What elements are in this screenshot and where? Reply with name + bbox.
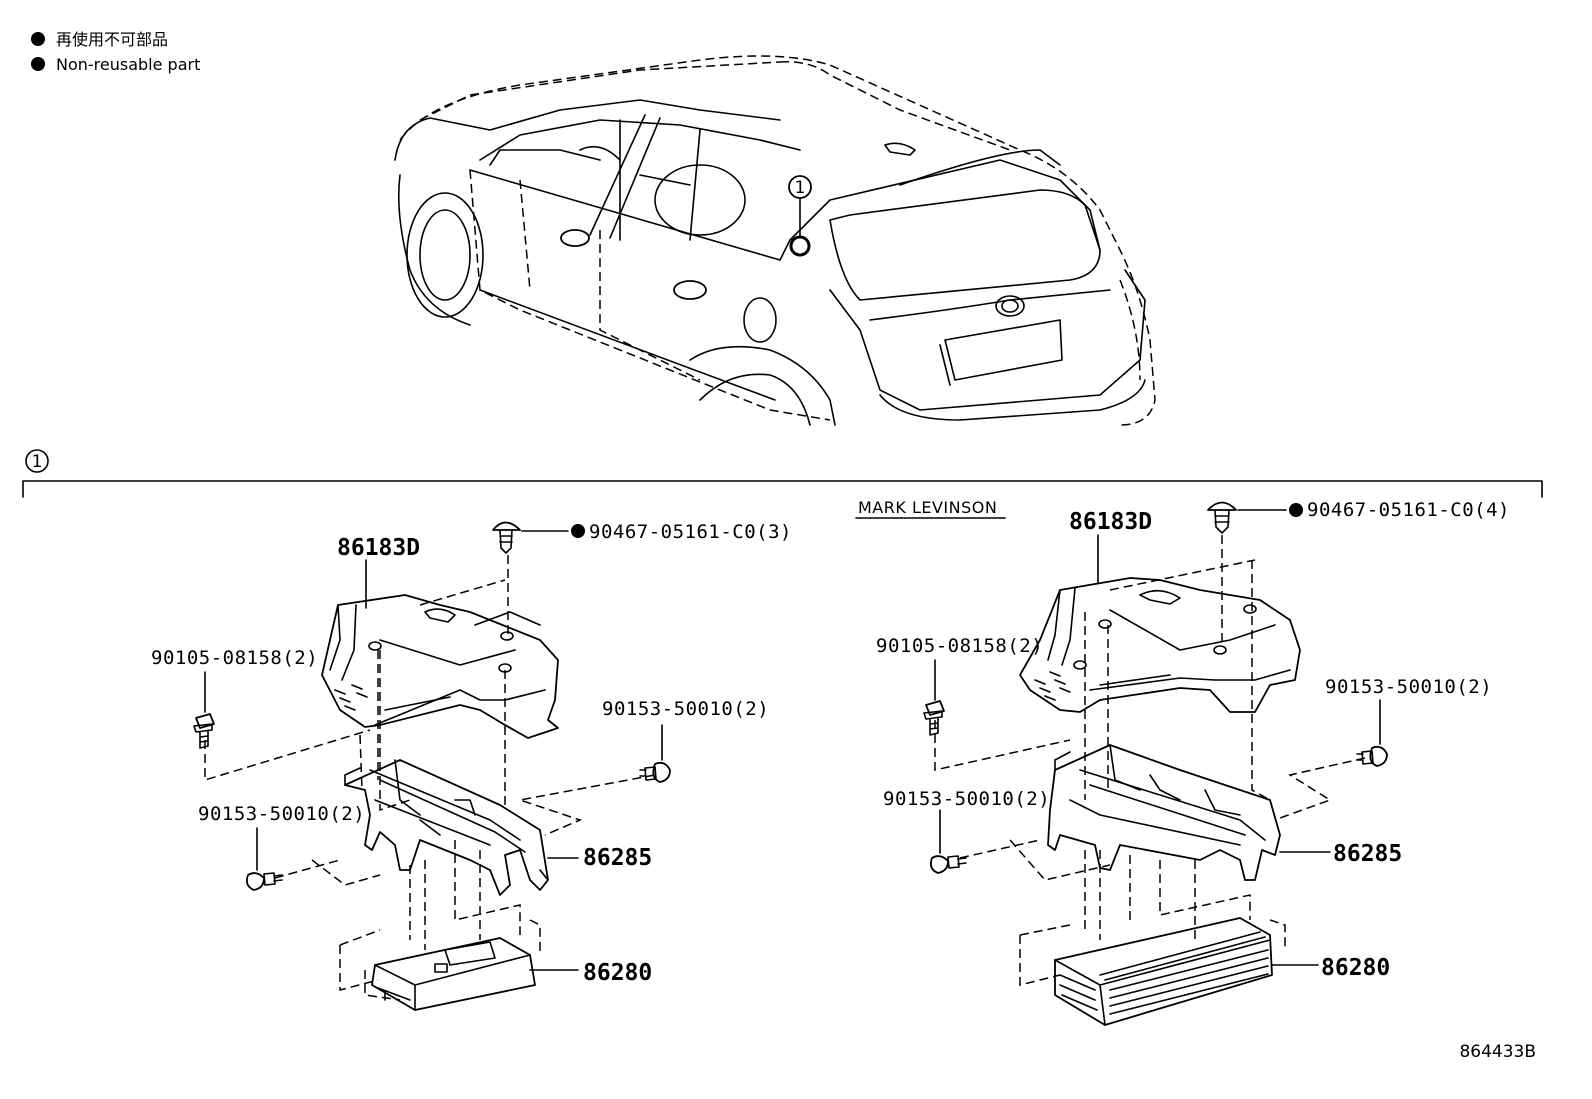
non-reusable-dot-icon (31, 32, 45, 46)
left-assembly (193, 521, 671, 1011)
stay-86285-left (344, 759, 549, 896)
amplifier-86280-left (371, 937, 536, 1011)
section-marker: 1 (32, 452, 43, 472)
legend: 再使用不可部品 Non-reusable part (31, 30, 200, 74)
legend-english: Non-reusable part (56, 55, 200, 74)
screw-90153-right-left (639, 724, 671, 783)
section-frame: 1 (22, 449, 1543, 498)
label-bracket-left: 86183D (337, 535, 420, 561)
label-bolt-left: 90105-08158(2) (151, 647, 318, 669)
non-reusable-dot-icon (31, 57, 45, 71)
label-screw-right-left: 90153-50010(2) (602, 698, 769, 720)
legend-japanese: 再使用不可部品 (56, 30, 168, 49)
bolt-90105-right (923, 659, 945, 736)
right-assembly (923, 501, 1388, 1026)
amplifier-86280-right (1054, 917, 1273, 1026)
label-bracket-right: 86183D (1069, 509, 1152, 535)
label-clip-left: 90467-05161-C0(3) (589, 521, 792, 543)
label-stay-left: 86285 (583, 845, 652, 871)
vehicle-outline: 1 (394, 55, 1156, 426)
clip-right (1207, 501, 1303, 645)
location-marker-icon (789, 235, 811, 257)
screw-90153-left-left (245, 827, 283, 891)
bracket-86183d-left (321, 594, 559, 739)
screw-90153-left-right (929, 809, 967, 874)
variant-label: MARK LEVINSON (858, 498, 997, 517)
label-amplifier-left: 86280 (583, 960, 652, 986)
label-amplifier-right: 86280 (1321, 955, 1390, 981)
label-screw-left-right: 90153-50010(2) (883, 788, 1050, 810)
label-clip-right: 90467-05161-C0(4) (1307, 499, 1510, 521)
clip-left (492, 521, 585, 640)
stay-86285-right (1047, 744, 1281, 881)
figure-id: 864433B (1459, 1042, 1536, 1062)
bracket-86183d-right (1019, 577, 1301, 713)
label-screw-left-left: 90153-50010(2) (198, 803, 365, 825)
bolt-90105-left (193, 671, 215, 749)
screw-90153-right-right (1356, 699, 1388, 767)
label-screw-right-right: 90153-50010(2) (1325, 676, 1492, 698)
callout-number: 1 (795, 178, 806, 198)
label-bolt-right: 90105-08158(2) (876, 635, 1043, 657)
label-stay-right: 86285 (1333, 841, 1402, 867)
